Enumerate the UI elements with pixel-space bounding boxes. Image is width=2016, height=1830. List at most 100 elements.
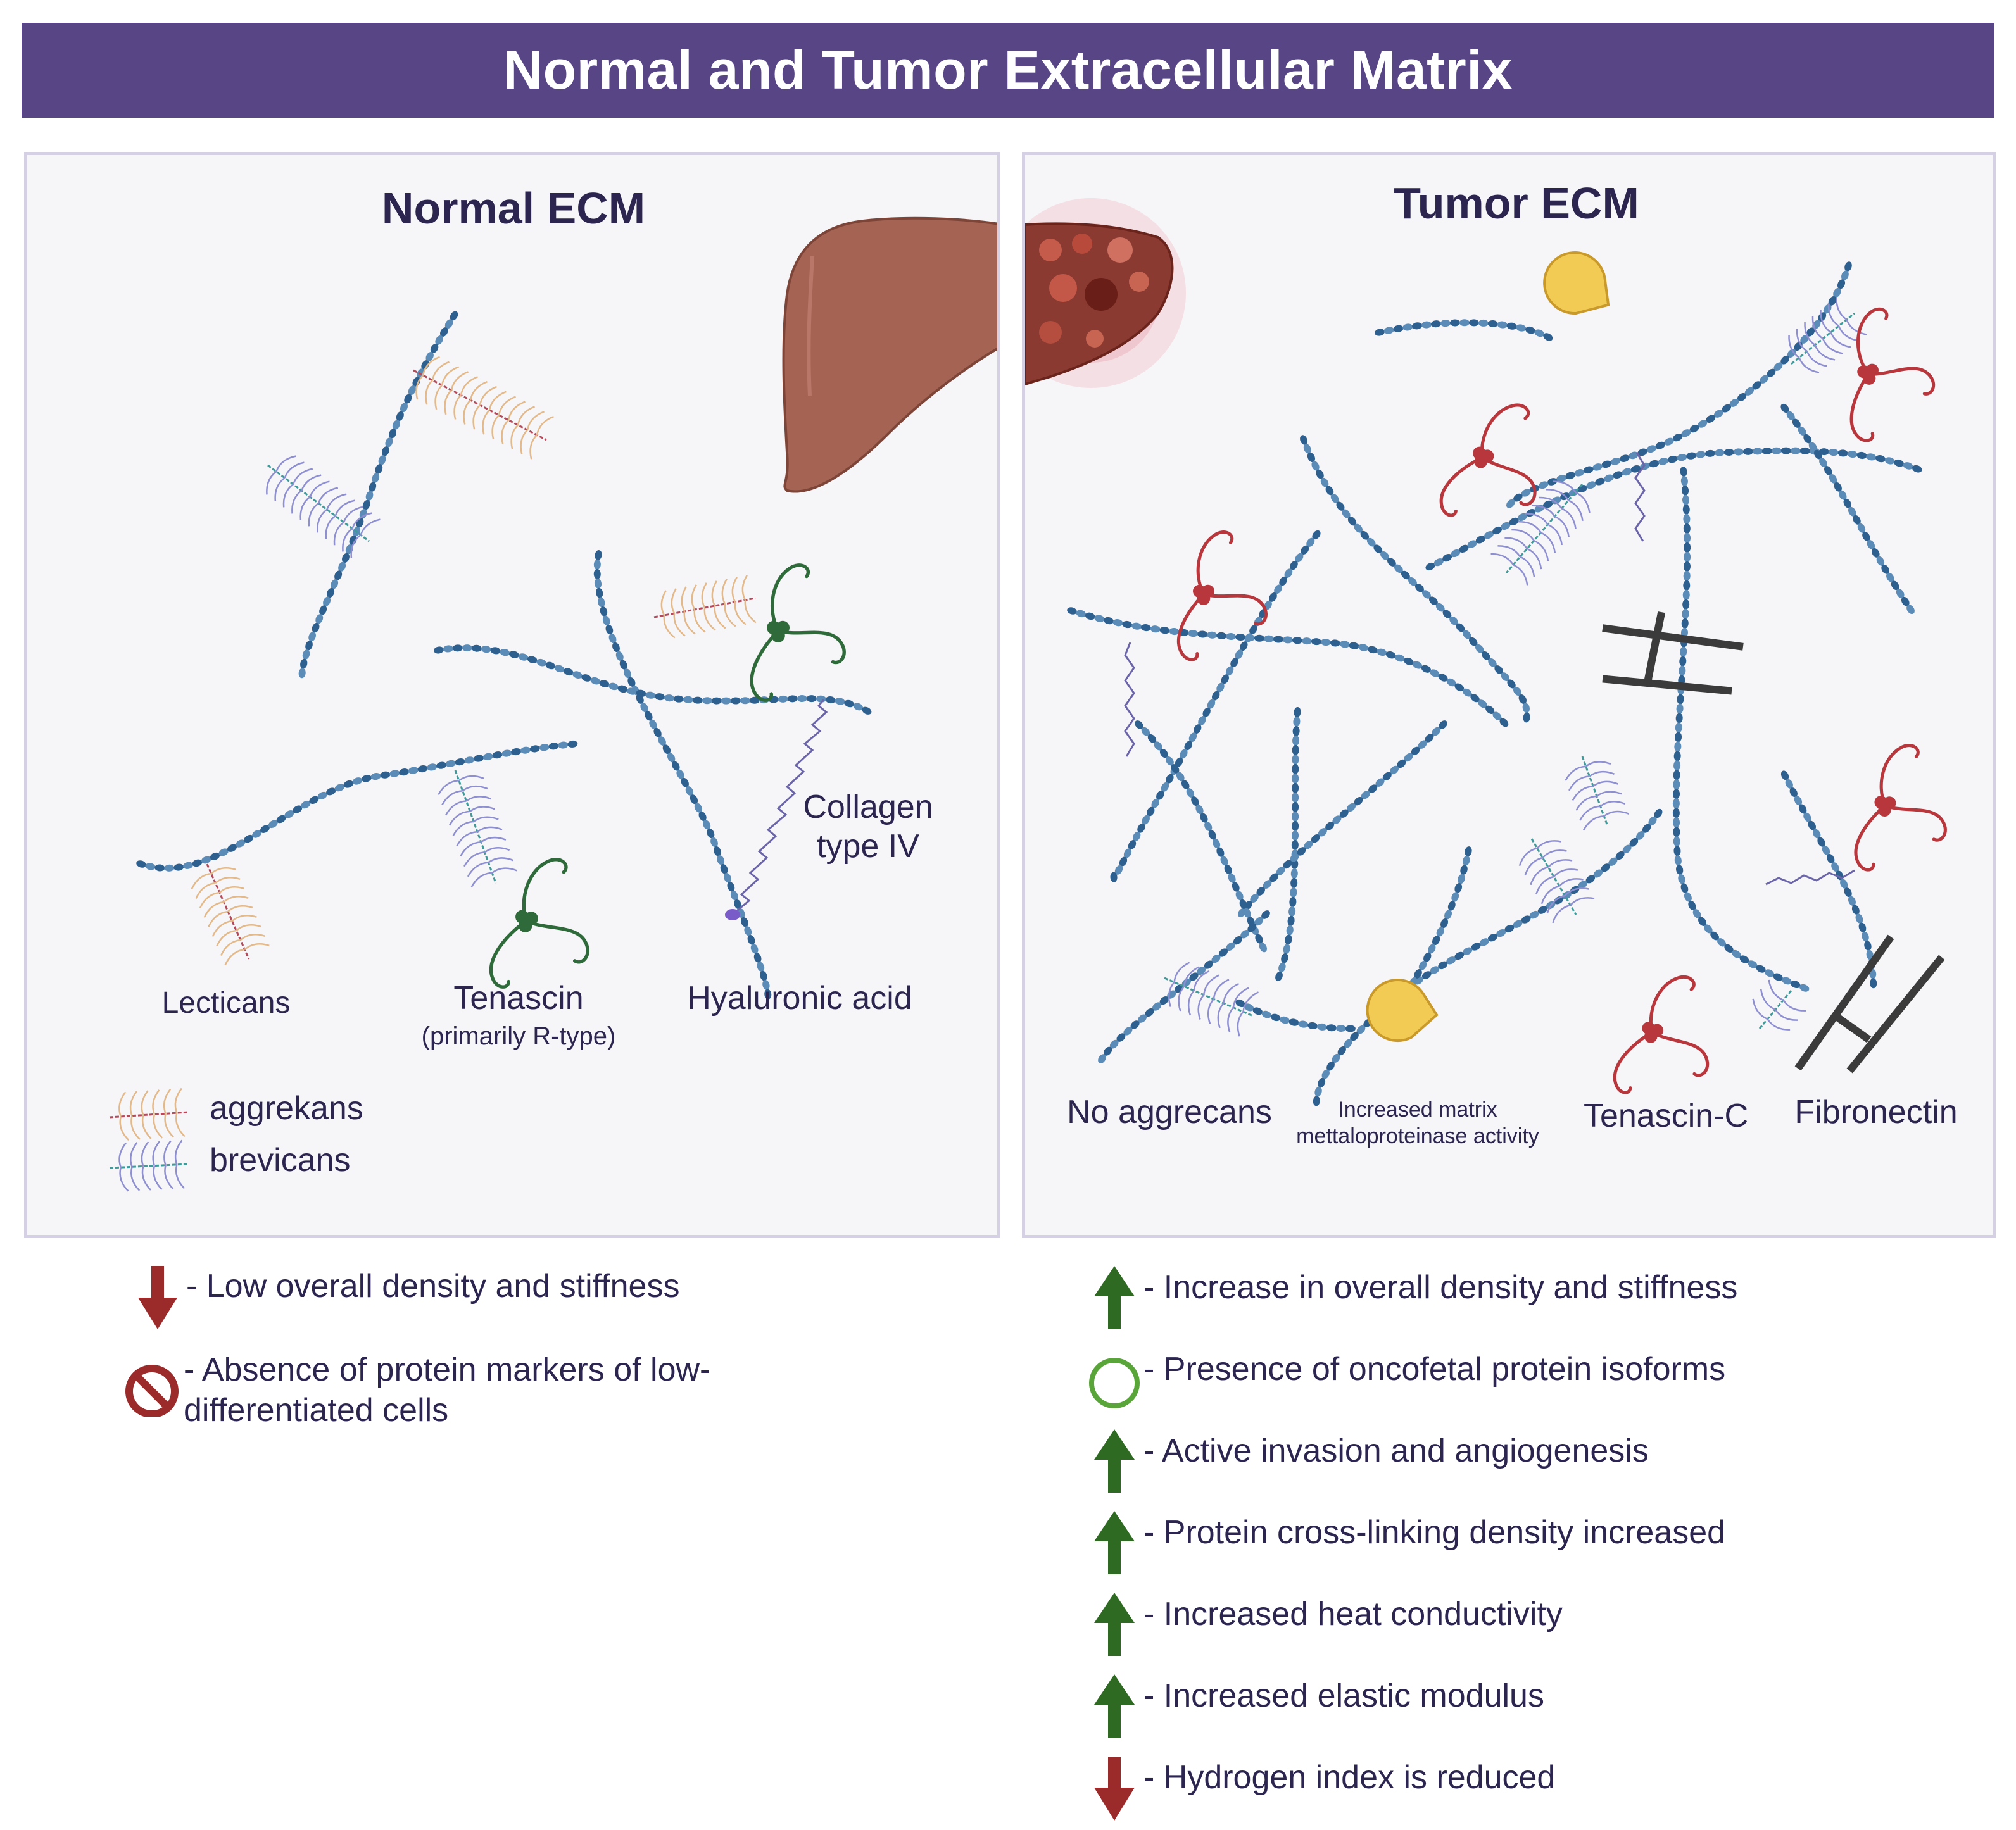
tumor-fiber-7 [1672, 467, 1810, 992]
normal-fact-1: - Low overall density and stiffness [130, 1263, 679, 1333]
liver-tumor-icon [1025, 198, 1186, 388]
normal-ecm-panel: Normal ECM Collagen type IV Lecticans Te… [24, 152, 1000, 1238]
normal-fact-2: - Absence of protein markers of low- dif… [122, 1347, 710, 1431]
tumor-fiber-9 [1780, 770, 1877, 989]
normal-fact-1-text: - Low overall density and stiffness [186, 1268, 680, 1305]
circle-icon [1087, 1346, 1143, 1416]
up-arrow-icon [1087, 1510, 1143, 1579]
mmp-icon-2 [1366, 979, 1439, 1043]
tumor-fiber-4 [1110, 530, 1321, 882]
legend-aggrecan-brush [109, 1087, 189, 1141]
down-arrow-icon [1087, 1755, 1143, 1824]
mmp-label-line1: Increased matrix [1338, 1098, 1497, 1122]
fibronectin-label: Fibronectin [1794, 1094, 1958, 1131]
tumor-fact-7-text: - Hydrogen index is reduced [1143, 1759, 1556, 1796]
dense-collagen-fibers [1067, 261, 1922, 1106]
lecticans-label: Lecticans [161, 986, 291, 1020]
tumor-fact-6-text: - Increased elastic modulus [1143, 1677, 1544, 1714]
tenascin-c-label: Tenascin-C [1583, 1098, 1749, 1134]
brevican-proteoglycans [1164, 297, 1867, 1037]
up-arrow-icon [1087, 1265, 1143, 1334]
prohibited-icon [122, 1347, 187, 1418]
tumor-ecm-title: Tumor ECM [1394, 179, 1639, 228]
tenascin-c-icons [1177, 307, 1947, 1094]
fibronectin-icon [1602, 611, 1744, 695]
normal-fact-2-line2: differentiated cells [184, 1392, 449, 1429]
up-arrow-icon [1087, 1428, 1143, 1498]
brevican-proteoglycan [1788, 297, 1867, 373]
tenascin-icon-2 [489, 858, 589, 989]
aggrecan-proteoglycan-3 [191, 863, 270, 965]
collagen-fiber-1 [298, 311, 458, 679]
tumor-fact-2-text: - Presence of oncofetal protein isoforms [1143, 1351, 1726, 1388]
legend-brevicans-label: brevicans [210, 1142, 351, 1179]
tumor-fact-5: - Increased heat conductivity [1087, 1591, 1563, 1661]
tumor-fact-1: - Increase in overall density and stiffn… [1087, 1265, 1737, 1334]
tumor-fiber-11 [1235, 999, 1356, 1032]
brevican-proteoglycan-2 [438, 770, 517, 887]
tumor-fiber-8 [1275, 707, 1301, 982]
tenascin-icon [750, 563, 846, 702]
legend-brevican-brush [109, 1139, 189, 1192]
tenascin-sublabel: (primarily R-type) [421, 1022, 616, 1050]
normal-fact-2-line1: - Absence of protein markers of low- [184, 1351, 711, 1388]
tenascin-c-icon [1177, 530, 1268, 661]
tumor-fiber-13 [1780, 403, 1915, 615]
tenascin-c-icon-3 [1849, 307, 1936, 442]
normal-ecm-title: Normal ECM [381, 184, 646, 233]
collagen-fiber-4 [136, 740, 578, 872]
tumor-fiber-1 [1375, 319, 1553, 341]
tumor-fact-4: - Protein cross-linking density increase… [1087, 1510, 1725, 1579]
aggrecan-proteoglycan [413, 356, 554, 460]
page-title: Normal and Tumor Extracellular Matrix [503, 39, 1513, 101]
tenascin-c-icon-2 [1439, 403, 1537, 517]
tenascin-label: Tenascin [453, 980, 584, 1017]
tumor-fact-3-text: - Active invasion and angiogenesis [1143, 1432, 1649, 1469]
collagen-fiber-2 [593, 550, 772, 1000]
aggrecan-proteoglycan-2 [653, 575, 757, 639]
liver-normal-icon [782, 216, 997, 493]
title-bar: Normal and Tumor Extracellular Matrix [22, 23, 1994, 118]
mmp-icon [1543, 251, 1610, 315]
hyaluronic-acid-label: Hyaluronic acid [687, 980, 912, 1017]
legend-aggrekans-label: aggrekans [210, 1090, 363, 1127]
tumor-ecm-illustration [1025, 198, 1947, 1106]
brevican-proteoglycan-3 [1518, 838, 1595, 924]
aggrecan-icon [109, 1087, 189, 1141]
hyaluronic-node [725, 909, 740, 920]
brevican-proteoglycan-6 [1752, 979, 1806, 1031]
tumor-fiber-15 [1098, 910, 1270, 1063]
no-aggrecans-label: No aggrecans [1067, 1094, 1272, 1131]
brevican-proteoglycan [266, 455, 381, 558]
tenascin-c-icon-4 [1854, 744, 1947, 872]
crosslinks [1124, 452, 1855, 886]
brevican-proteoglycan-5 [1164, 962, 1259, 1037]
collagen-fiber-3 [434, 644, 872, 715]
tumor-fact-1-text: - Increase in overall density and stiffn… [1143, 1269, 1738, 1306]
tumor-fiber-5 [1067, 607, 1509, 727]
up-arrow-icon [1087, 1591, 1143, 1661]
fibronectin-icon-2 [1794, 934, 1945, 1074]
tumor-fact-2: - Presence of oncofetal protein isoforms [1087, 1346, 1725, 1416]
brevican-proteoglycan-2 [1490, 480, 1591, 586]
tumor-fact-6: - Increased elastic modulus [1087, 1673, 1544, 1743]
down-arrow-icon [130, 1263, 187, 1333]
tumor-fact-7: - Hydrogen index is reduced [1087, 1755, 1555, 1824]
tumor-fact-4-text: - Protein cross-linking density increase… [1143, 1514, 1726, 1551]
proteoglycans [191, 356, 757, 965]
tenascin-icons [489, 563, 846, 989]
hyaluronic-crosslink [734, 699, 828, 913]
normal-ecm-illustration [109, 216, 997, 1192]
tumor-fiber-6 [1425, 447, 1922, 571]
up-arrow-icon [1087, 1673, 1143, 1743]
tenascin-c-icon-5 [1613, 975, 1710, 1094]
brevican-icon [109, 1139, 189, 1192]
tumor-fiber-10 [1313, 808, 1663, 1106]
tumor-fact-5-text: - Increased heat conductivity [1143, 1596, 1563, 1633]
tumor-fiber-12 [1237, 720, 1447, 917]
tumor-fiber-3 [1300, 435, 1530, 723]
mmp-label-line2: mettaloproteinase activity [1296, 1124, 1539, 1148]
collagen-label-line2: type IV [817, 828, 919, 865]
tumor-fiber-14 [1135, 720, 1267, 953]
tumor-fact-3: - Active invasion and angiogenesis [1087, 1428, 1649, 1498]
